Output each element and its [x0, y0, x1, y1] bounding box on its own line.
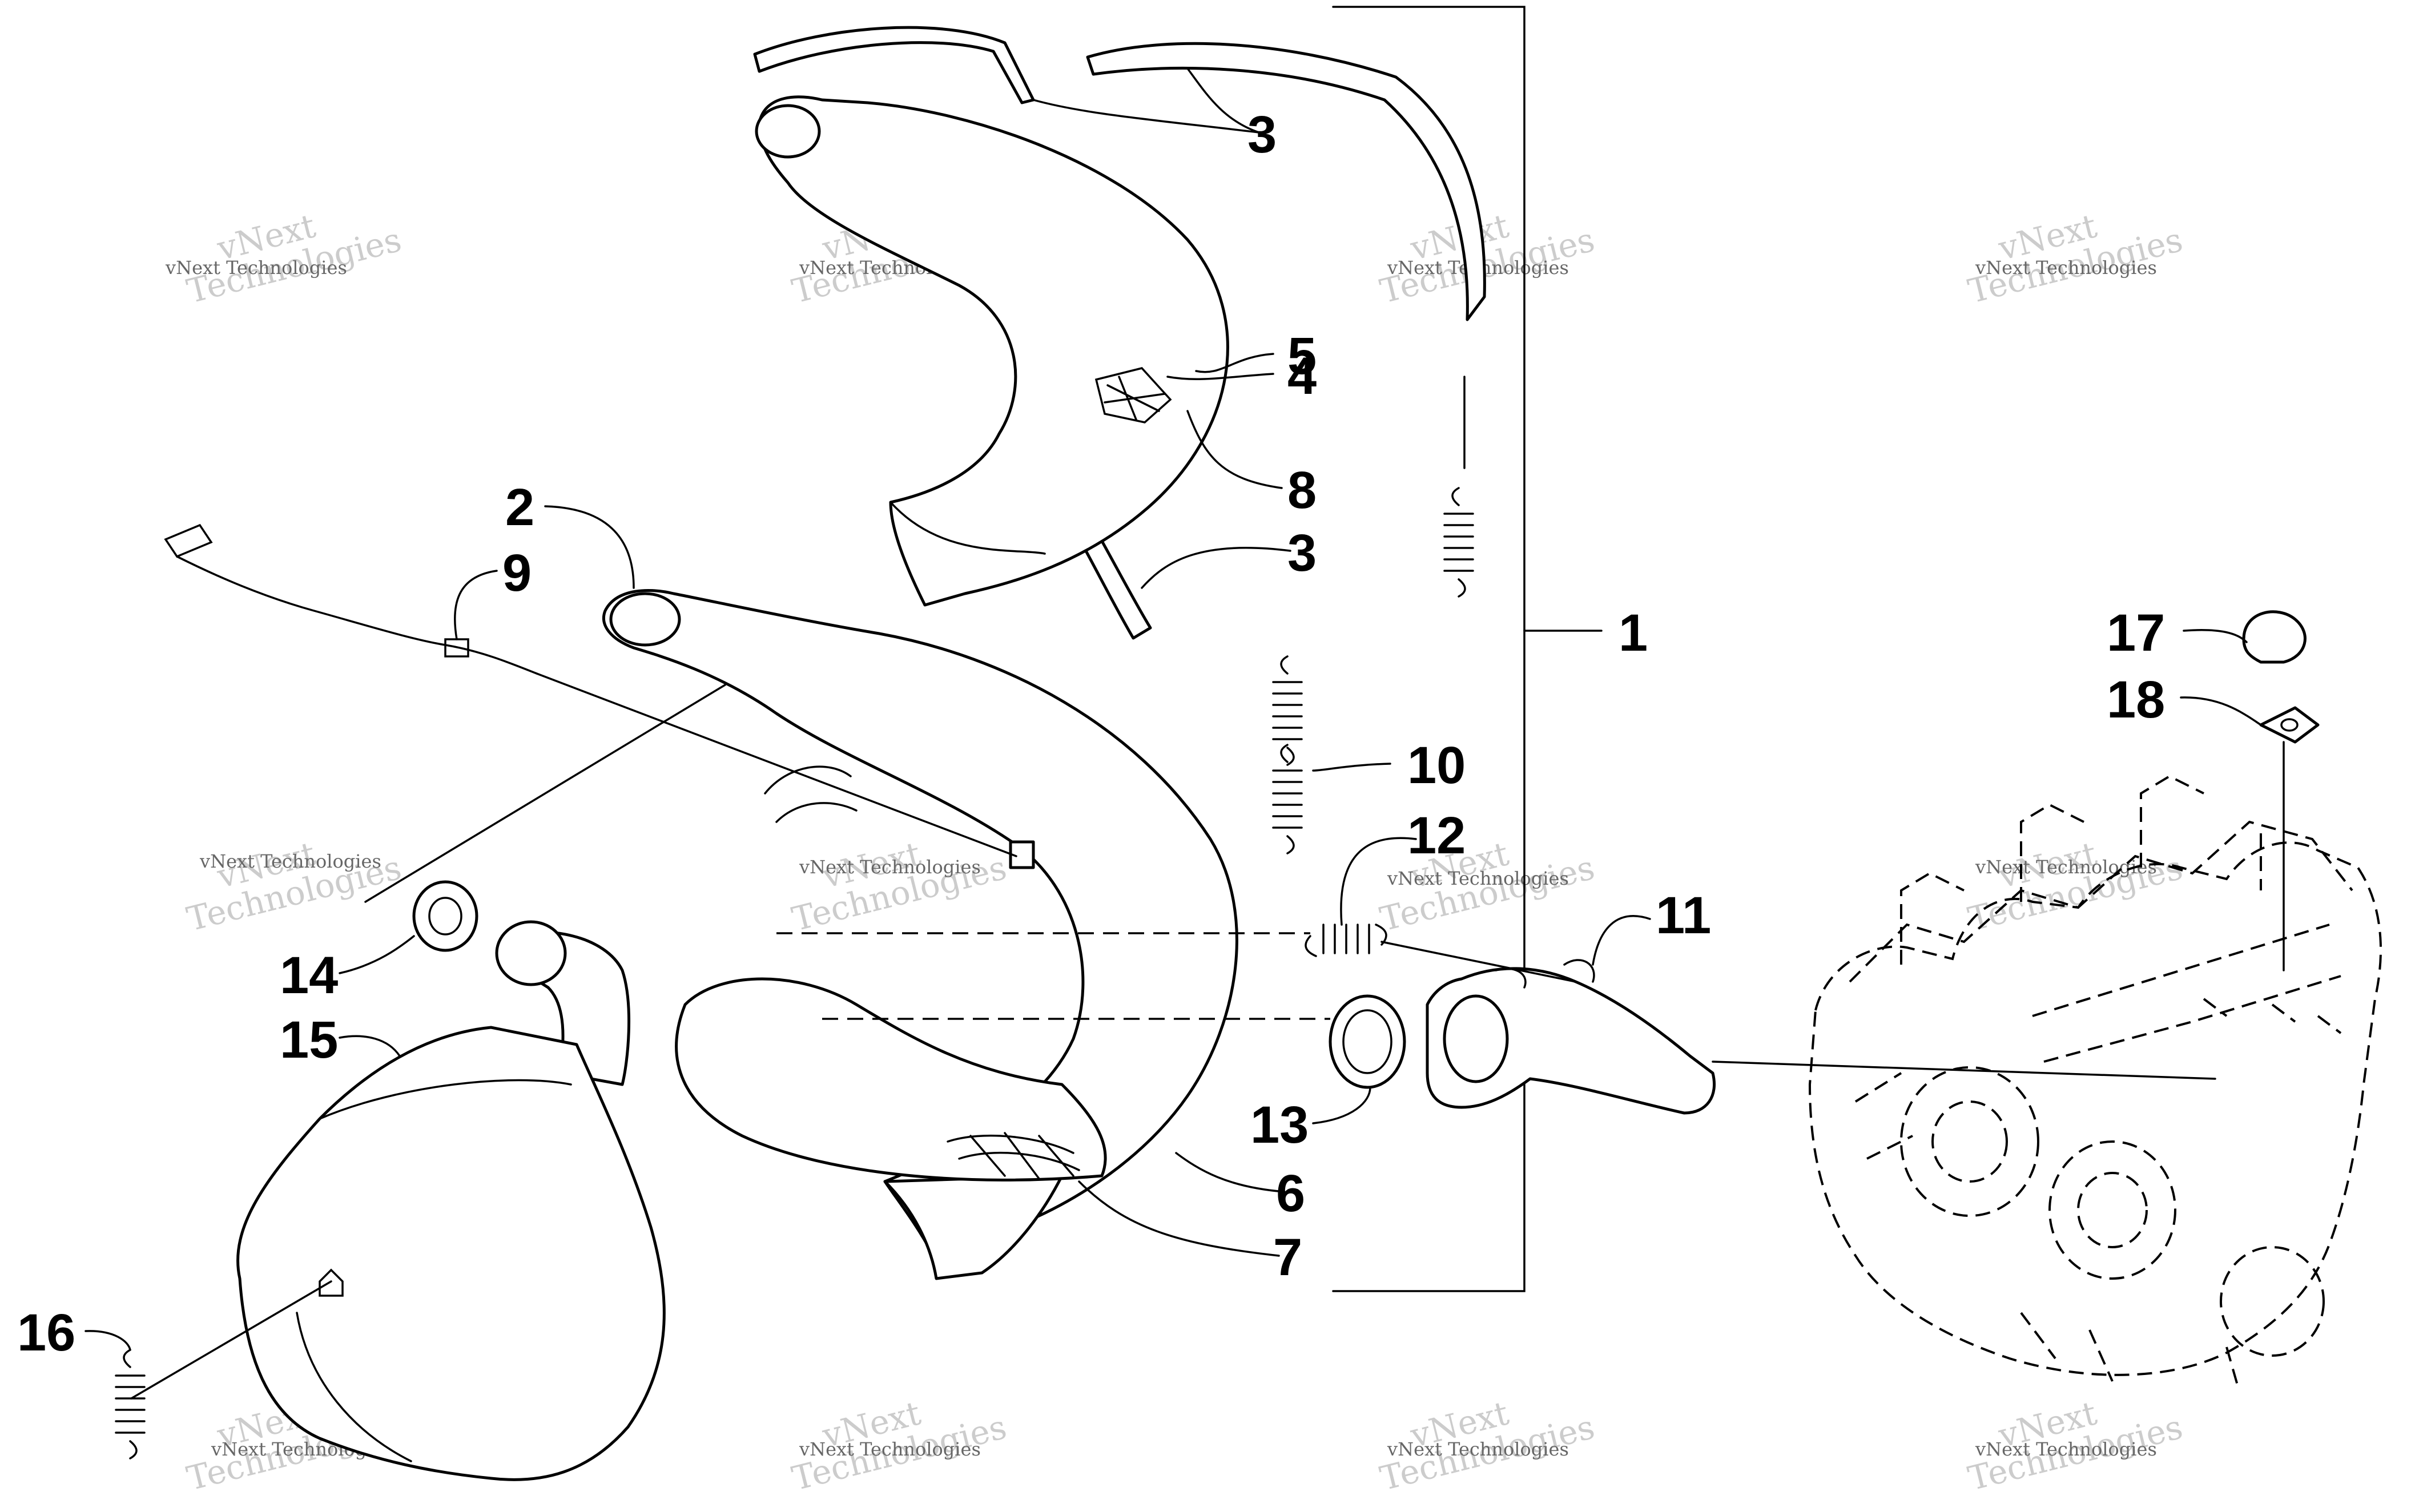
callout-5: 5	[1287, 327, 1317, 385]
mesh-7	[947, 1132, 1080, 1180]
muffler-shell-seam	[296, 1079, 572, 1462]
leader-line	[2180, 696, 2262, 726]
leader-line	[1312, 763, 1391, 772]
watermark-text: vNext Technologies	[1387, 868, 1569, 889]
sensor-wire	[164, 523, 213, 558]
spring-12	[1305, 924, 1387, 957]
callout-13: 13	[1250, 1096, 1309, 1154]
callout-3-top: 3	[1247, 106, 1277, 164]
spring-16	[115, 1349, 146, 1459]
muffler-hook	[319, 1268, 344, 1297]
leader-line	[1380, 941, 1577, 983]
leader-line	[1340, 837, 1417, 926]
watermark-text: vNext Technologies	[799, 856, 981, 878]
engine-outline	[1808, 775, 2382, 1388]
callout-17: 17	[2107, 604, 2165, 662]
pipe-seam	[889, 501, 1046, 555]
watermark-text: vNext Technologies	[1975, 1438, 2157, 1460]
leader-line	[1312, 1086, 1371, 1124]
leader-line	[1186, 410, 1283, 489]
assembly-bracket	[1332, 6, 1526, 1292]
callout-18: 18	[2107, 671, 2165, 729]
leader-line	[1032, 67, 1260, 134]
callout-6: 6	[1276, 1164, 1305, 1223]
callout-11: 11	[1656, 886, 1711, 945]
mesh-patch	[1094, 367, 1172, 424]
manifold-11-ears	[1495, 959, 1595, 989]
gasket-13-hole	[1342, 1009, 1392, 1074]
leader-line	[1141, 546, 1291, 589]
leader-line	[544, 505, 635, 589]
pipe-inlet-ring	[755, 104, 821, 159]
leader-line	[536, 672, 1017, 857]
callout-10: 10	[1407, 736, 1466, 795]
watermark-text: vNext Technologies	[199, 850, 381, 872]
manifold-11-port	[1443, 994, 1509, 1083]
callout-14: 14	[280, 946, 338, 1005]
leader-line	[364, 684, 726, 903]
leader-line	[1592, 915, 1651, 966]
spring-10-upper	[1272, 655, 1303, 766]
gasket-13	[1329, 994, 1406, 1089]
muffler-inlet-ring	[495, 920, 567, 986]
watermark-text: vNext Technologies	[165, 257, 347, 279]
upper-pipe	[758, 95, 1229, 607]
muffler-body	[236, 1026, 666, 1481]
grommet-17	[2242, 610, 2307, 664]
gasket-14	[412, 880, 478, 952]
watermark-text: vNext Technologies	[1975, 257, 2157, 279]
leader-line	[339, 1035, 401, 1057]
callout-1: 1	[1619, 604, 1648, 662]
callout-16: 16	[17, 1304, 75, 1362]
leader-line	[1078, 1180, 1280, 1257]
chamber-inlet-ring	[609, 592, 681, 647]
strap-top-left	[753, 26, 1035, 104]
leader-line	[2183, 628, 2248, 643]
leader-line	[453, 570, 498, 640]
gasket-14-hole	[428, 897, 462, 936]
watermark-text: vNext Technologies	[1975, 856, 2157, 878]
leader-line	[339, 935, 415, 974]
callout-2: 2	[505, 478, 534, 537]
spring-10-lower	[1272, 744, 1303, 854]
leader-line	[1166, 373, 1274, 381]
leader-line	[1712, 1061, 2216, 1080]
leader-line	[130, 1280, 332, 1400]
clip-18-hole	[2280, 718, 2299, 732]
callout-7: 7	[1273, 1228, 1302, 1287]
spring-8	[1443, 376, 1474, 598]
clip-18	[2259, 706, 2320, 744]
callout-4: 4	[1287, 347, 1317, 405]
callout-9: 9	[502, 544, 532, 602]
sensor-probe	[176, 555, 538, 675]
leader-line	[84, 1330, 131, 1351]
watermark-text: vNext Technologies	[1387, 1438, 1569, 1460]
strap-top-right	[1086, 42, 1486, 321]
chamber-hanger-bracket	[764, 765, 858, 823]
callout-12: 12	[1407, 807, 1466, 865]
chamber-lower-body	[675, 977, 1107, 1182]
callout-15: 15	[280, 1011, 338, 1069]
callout-8: 8	[1287, 461, 1317, 519]
watermark-text: vNext Technologies	[799, 1438, 981, 1460]
callout-3-lower: 3	[1287, 524, 1317, 582]
leader-line	[1195, 353, 1274, 373]
chamber-outlet	[883, 1174, 1064, 1280]
leader-line	[1175, 1152, 1286, 1193]
